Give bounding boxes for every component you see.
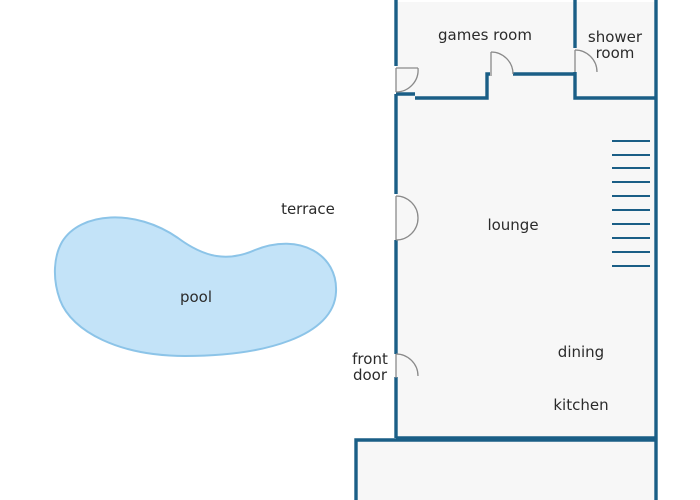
front-door-label-line2: door (353, 366, 388, 384)
pool-label: pool (180, 288, 212, 306)
games-room-entry-door[interactable] (395, 67, 419, 93)
terrace-double-door-top[interactable] (395, 195, 419, 219)
games-room-inner-door[interactable] (490, 51, 514, 76)
front-door[interactable] (395, 353, 419, 378)
games-room-south-wall-jog (415, 72, 490, 100)
annex-wall (354, 438, 656, 500)
lower-annex-floor (356, 440, 656, 500)
shower-room-label-line2: room (596, 44, 635, 62)
terrace-double-door-bottom[interactable] (395, 217, 419, 241)
shower-room-door[interactable] (574, 49, 598, 73)
pool-shape (54, 216, 338, 358)
front-door-label-line1: front (352, 350, 388, 368)
lounge-label: lounge (487, 216, 538, 234)
staircase (612, 140, 650, 267)
games-room-label: games room (438, 26, 532, 44)
dining-label: dining (558, 343, 604, 361)
terrace-label: terrace (281, 200, 335, 218)
shower-room-west-wall-bottom (573, 72, 656, 100)
kitchen-label: kitchen (553, 396, 608, 414)
shower-room-label-line1: shower (588, 28, 643, 46)
